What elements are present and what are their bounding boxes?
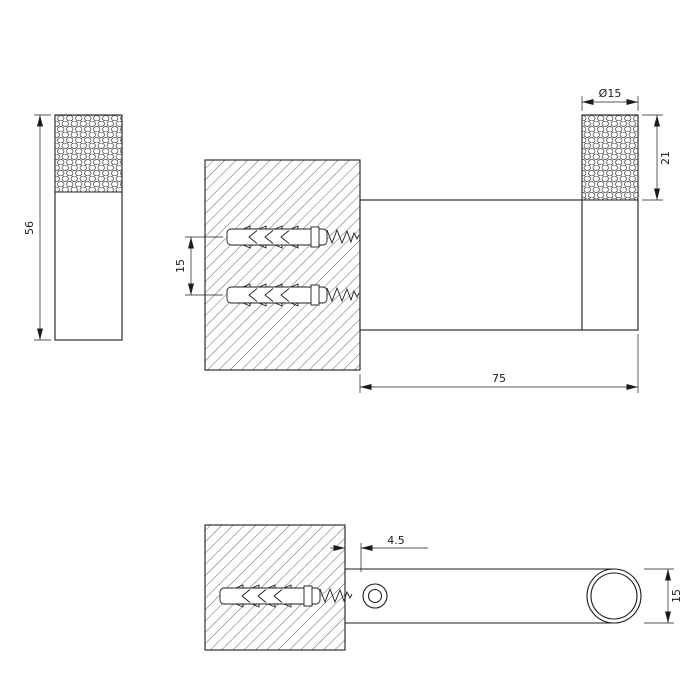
dim-label-arm-length-75: 75	[492, 372, 506, 385]
screw-head-outer-ring	[362, 583, 388, 609]
dim-label-height-56: 56	[23, 221, 36, 235]
hook-post-knurl-texture	[582, 115, 638, 200]
dim-wall-offset: 4.5	[330, 534, 428, 572]
front-view: 15 Ø15 21 75	[174, 87, 672, 393]
dim-arm-length: 75	[359, 334, 639, 393]
mounting-arm	[359, 199, 611, 331]
post-end-inner-circle	[590, 572, 638, 620]
dim-label-knurl-height-21: 21	[659, 151, 672, 165]
dim-post-diameter: 15	[644, 568, 683, 624]
screw-head-inner-ring	[367, 588, 383, 604]
side-view-knurl-texture	[55, 115, 122, 192]
dim-head-diameter: Ø15	[581, 87, 639, 111]
dim-label-wall-offset: 4.5	[387, 534, 405, 547]
dim-knurl-height: 21	[642, 114, 672, 201]
plan-view: 4.5 15	[204, 524, 683, 651]
dim-label-head-diameter: Ø15	[599, 87, 622, 100]
dim-label-post-diameter-15: 15	[670, 589, 683, 603]
post-end-outer-circle	[586, 568, 642, 624]
wall-section	[204, 159, 361, 371]
dim-side-height: 56	[23, 114, 51, 341]
side-view: 56	[23, 114, 123, 341]
dim-screw-spacing: 15	[174, 236, 223, 296]
dim-label-screw-spacing-15: 15	[174, 259, 187, 273]
